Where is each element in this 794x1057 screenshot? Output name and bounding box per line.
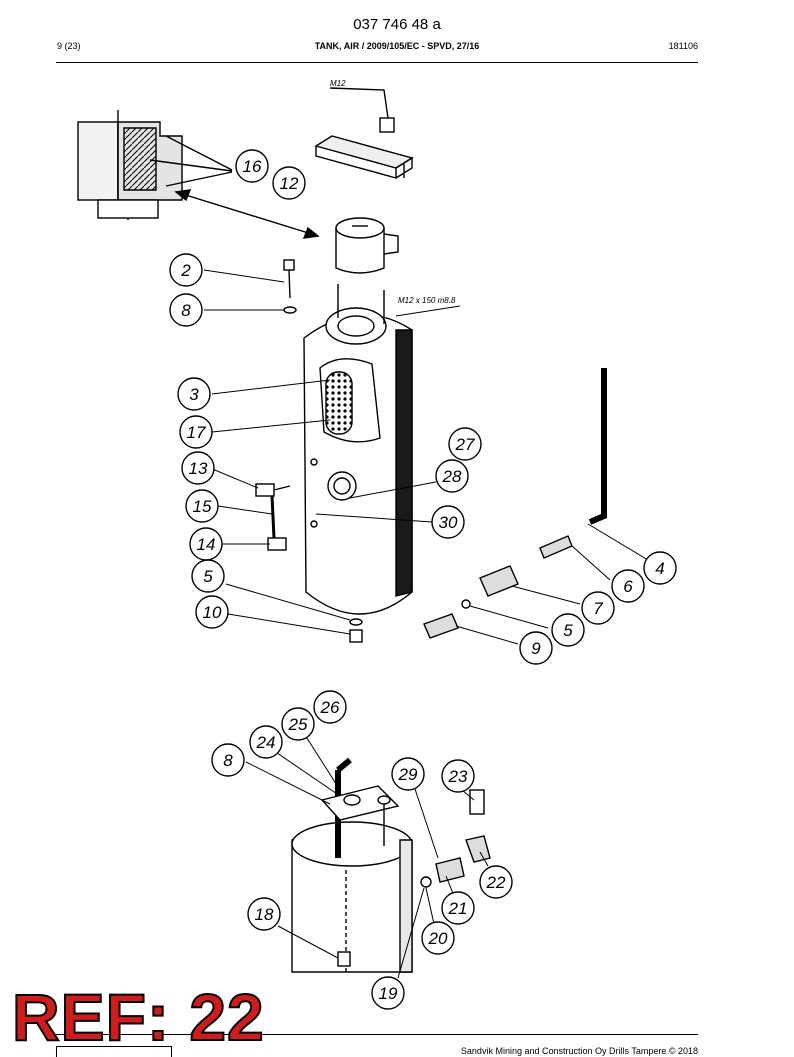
callout-circle: [195, 595, 229, 629]
callout-circle: [249, 725, 283, 759]
tank-top-detail: [291, 757, 491, 973]
gauge-fitting: [335, 217, 399, 274]
footer-rule: [56, 1034, 698, 1035]
callout-circle: [441, 891, 475, 925]
callout-number: 6: [623, 577, 633, 596]
callout-number: 12: [280, 174, 299, 193]
callout-circle: [179, 415, 213, 449]
callout-circle: [281, 707, 315, 741]
callout-number: 28: [442, 467, 462, 486]
valve-section-detail: [77, 110, 233, 220]
callout-circle: [441, 759, 475, 793]
callout-number: 24: [256, 733, 276, 752]
callout-number: 13: [189, 459, 208, 478]
callout-number: 23: [448, 767, 468, 786]
callout-number: 14: [197, 535, 216, 554]
pipe-and-valves: [423, 368, 607, 639]
bolt-and-washer: [283, 259, 297, 314]
side-fittings: [255, 483, 291, 551]
m12-label: M12: [330, 79, 346, 88]
callout-circle: [181, 451, 215, 485]
callout-number: 27: [455, 435, 475, 454]
callout-circle: [169, 293, 203, 327]
callout-number: 17: [187, 423, 206, 442]
callout-circle: [519, 631, 553, 665]
callout-circle: [235, 149, 269, 183]
callout-circle: [643, 551, 677, 585]
callout-circle: [177, 377, 211, 411]
callout-circle: [431, 505, 465, 539]
bolt-spec-label: M12 x 150 m8.8: [398, 296, 456, 305]
leader-lines-bottom: [245, 723, 489, 979]
sandvik-logo: [56, 1046, 172, 1057]
callout-number: 19: [379, 984, 398, 1003]
callout-circle: [211, 743, 245, 777]
footer-copyright: Sandvik Mining and Construction Oy Drill…: [460, 1046, 698, 1056]
callout-circle: [448, 427, 482, 461]
callout-circle: [169, 253, 203, 287]
callout-circle: [435, 459, 469, 493]
callout-number: 20: [428, 929, 448, 948]
leader-lines-top: [203, 163, 649, 645]
callout-circle: [371, 976, 405, 1010]
callout-number: 5: [563, 621, 573, 640]
callout-circle: [581, 591, 615, 625]
callout-circle: [313, 690, 347, 724]
callout-circle: [611, 569, 645, 603]
callout-circle: [247, 897, 281, 931]
bracket-plate: [314, 135, 414, 179]
callout-number: 18: [255, 905, 274, 924]
air-tank-body: [303, 284, 413, 615]
callout-number: 26: [320, 698, 340, 717]
detail-arrow: [174, 189, 320, 239]
callout-circle: [421, 921, 455, 955]
callout-circle: [391, 757, 425, 791]
callout-number: 3: [189, 385, 199, 404]
callout-number: 10: [203, 603, 222, 622]
callout-circle: [479, 865, 513, 899]
callout-number: 9: [531, 639, 541, 658]
callout-circle: [191, 559, 225, 593]
m12-nut: [329, 87, 395, 133]
ref-stamp: REF: 22: [11, 980, 265, 1054]
callout-number: 16: [243, 157, 262, 176]
callout-number: 21: [448, 899, 468, 918]
document-number: 037 746 48 a: [353, 16, 441, 33]
callout-circle: [551, 613, 585, 647]
date-code: 181106: [668, 41, 698, 51]
callout-number: 29: [398, 765, 418, 784]
document-title: TANK, AIR / 2009/105/EC - SPVD, 27/16: [314, 41, 480, 51]
callout-circle: [272, 166, 306, 200]
callout-number: 8: [223, 751, 233, 770]
callout-number: 15: [193, 497, 212, 516]
drain-plug: [349, 618, 363, 643]
callout-number: 4: [655, 559, 664, 578]
callout-number: 2: [180, 261, 191, 280]
callout-number: 5: [203, 567, 213, 586]
callout-number: 30: [439, 513, 458, 532]
callout-circle: [185, 489, 219, 523]
callout-number: 25: [288, 715, 308, 734]
header-rule: [56, 62, 698, 63]
page-number: 9 (23): [57, 41, 81, 51]
callout-number: 8: [181, 301, 191, 320]
callout-number: 7: [593, 599, 603, 618]
callout-number: 22: [486, 873, 506, 892]
